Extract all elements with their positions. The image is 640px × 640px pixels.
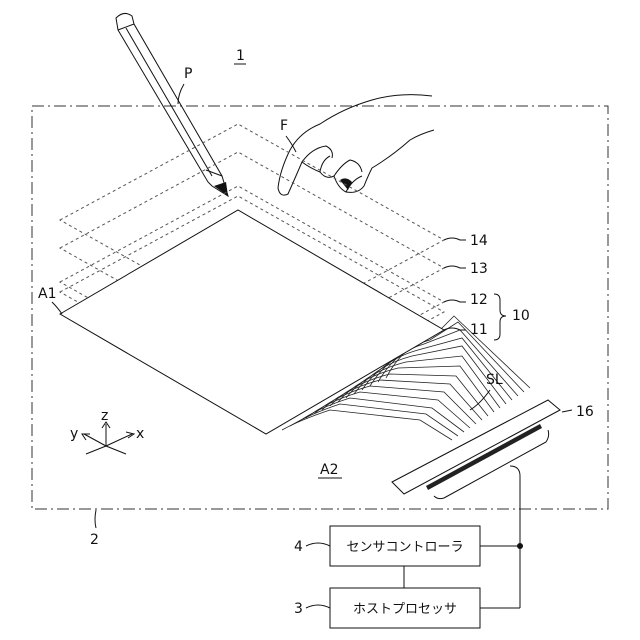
connector-16	[392, 400, 560, 499]
axis-x-label: x	[136, 426, 144, 442]
area1-leader	[52, 302, 62, 314]
controller-num: 4	[294, 539, 303, 555]
controller-num-leader	[306, 543, 330, 546]
finger-leader	[286, 136, 296, 152]
label-13: 13	[470, 261, 488, 277]
axis-z-label: z	[101, 408, 108, 424]
axes-icon	[82, 422, 134, 454]
device-label: 1	[236, 48, 245, 64]
housing-leader	[95, 510, 96, 528]
stylus-pen	[116, 13, 228, 196]
junction-dot	[517, 543, 523, 549]
pen-label: P	[184, 66, 192, 82]
sensor-brace	[494, 294, 506, 340]
finger-hand	[278, 95, 434, 195]
sensor-controller-text: センサコントローラ	[346, 540, 463, 555]
leader-14	[444, 238, 466, 240]
leader-12	[444, 300, 466, 302]
host-processor-text: ホストプロセッサ	[353, 602, 457, 617]
sensor-label: 10	[512, 308, 530, 324]
leader-13	[444, 266, 466, 268]
connector-leader	[562, 410, 572, 412]
label-12: 12	[470, 292, 488, 308]
processor-num-leader	[306, 605, 330, 608]
signal-lines-label: SL	[486, 372, 503, 388]
connector-label: 16	[576, 404, 594, 420]
axis-y-label: y	[70, 426, 78, 442]
finger-label: F	[280, 118, 288, 134]
processor-num: 3	[294, 601, 303, 617]
area2-label: A2	[320, 462, 338, 478]
housing-label: 2	[90, 532, 99, 548]
area1-label: A1	[38, 286, 56, 302]
sensor-panel	[60, 210, 444, 434]
label-11: 11	[470, 322, 488, 338]
label-14: 14	[470, 233, 488, 249]
leader-11	[444, 328, 466, 330]
